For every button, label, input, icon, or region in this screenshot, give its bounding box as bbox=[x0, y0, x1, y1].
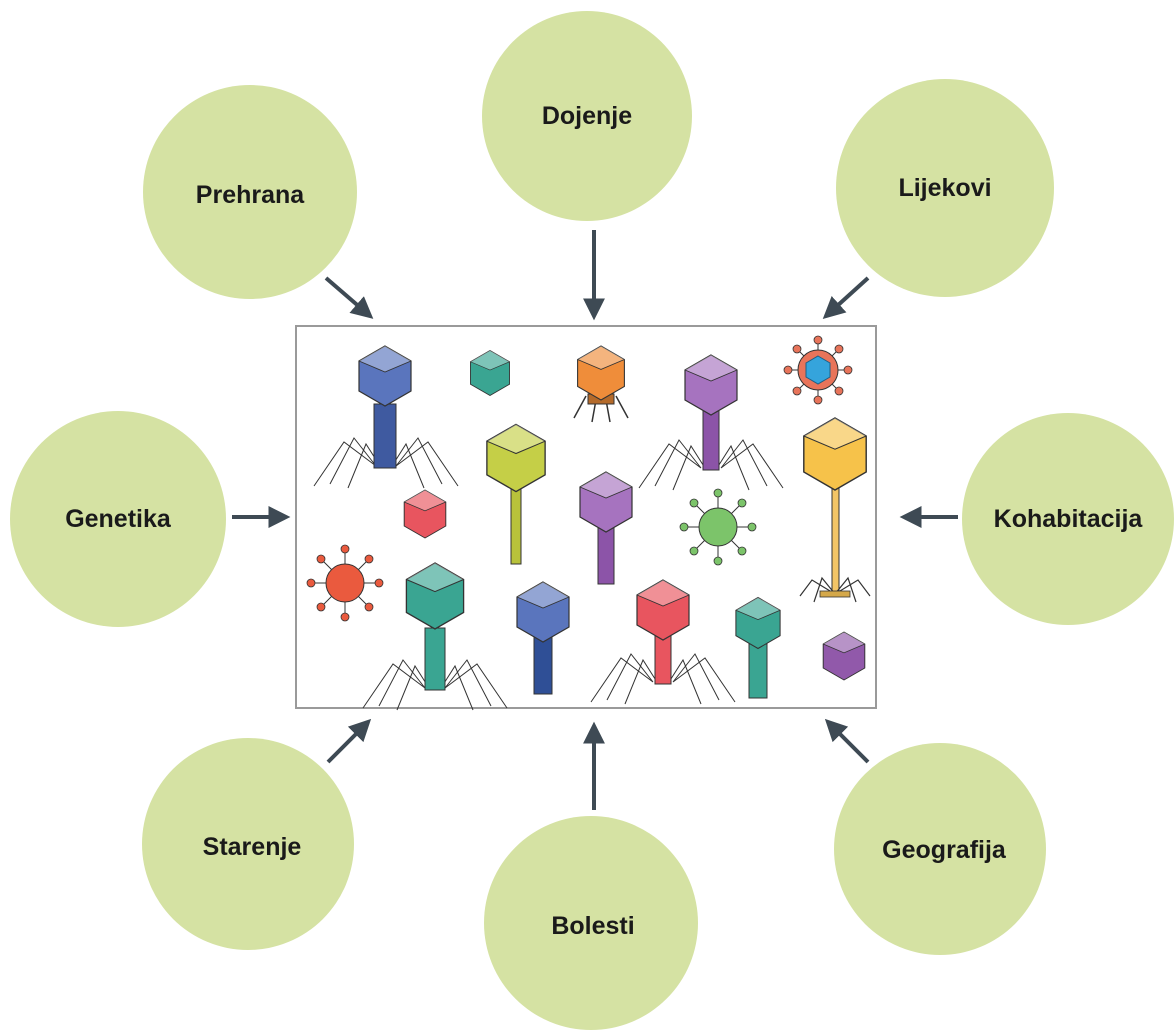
arrow-geografija bbox=[824, 718, 870, 764]
factor-bolesti: Bolesti bbox=[484, 816, 698, 1030]
arrow-prehrana bbox=[324, 276, 374, 319]
factor-starenje: Starenje bbox=[142, 738, 354, 950]
factor-label: Kohabitacija bbox=[994, 505, 1144, 533]
factor-circle bbox=[484, 816, 698, 1030]
factor-label: Geografija bbox=[882, 836, 1007, 864]
virus-green-spiky bbox=[679, 488, 757, 566]
factor-label: Genetika bbox=[65, 505, 172, 533]
factor-label: Starenje bbox=[203, 833, 302, 861]
factor-label: Dojenje bbox=[542, 102, 632, 130]
factor-nodes: Dojenje Prehrana Lijekovi Genetika Kohab… bbox=[10, 11, 1174, 1030]
arrows bbox=[232, 230, 958, 810]
virus-spiked-hexagon bbox=[783, 335, 853, 405]
factor-circle bbox=[10, 411, 226, 627]
phage-blue-lower bbox=[516, 581, 570, 695]
phage-purple-middle bbox=[579, 471, 633, 585]
phage-blue-large bbox=[313, 345, 459, 489]
factor-label: Prehrana bbox=[196, 181, 305, 209]
factor-label: Bolesti bbox=[551, 912, 634, 940]
phage-teal-small bbox=[735, 596, 781, 699]
factor-circle bbox=[836, 79, 1054, 297]
phage-orange-short-tail bbox=[573, 345, 629, 423]
factor-circle bbox=[962, 413, 1174, 625]
factor-circle bbox=[143, 85, 357, 299]
factor-circle bbox=[482, 11, 692, 221]
virus-illustrations bbox=[306, 335, 871, 711]
factor-lijekovi: Lijekovi bbox=[836, 79, 1054, 297]
phage-purple-top bbox=[638, 354, 784, 491]
phage-teal-large bbox=[362, 562, 508, 711]
virus-red-spiky bbox=[306, 544, 384, 622]
factor-prehrana: Prehrana bbox=[143, 85, 357, 299]
factor-genetika: Genetika bbox=[10, 411, 226, 627]
arrow-lijekovi bbox=[822, 276, 870, 319]
factor-geografija: Geografija bbox=[834, 743, 1046, 955]
factor-circle bbox=[834, 743, 1046, 955]
phage-yellow-long-tail bbox=[799, 417, 871, 603]
factor-kohabitacija: Kohabitacija bbox=[962, 413, 1174, 625]
arrow-starenje bbox=[326, 718, 372, 764]
phage-olive-long-tail bbox=[486, 423, 546, 565]
factor-circle bbox=[142, 738, 354, 950]
factor-label: Lijekovi bbox=[898, 174, 991, 202]
factor-dojenje: Dojenje bbox=[482, 11, 692, 221]
phage-red bbox=[590, 579, 736, 705]
